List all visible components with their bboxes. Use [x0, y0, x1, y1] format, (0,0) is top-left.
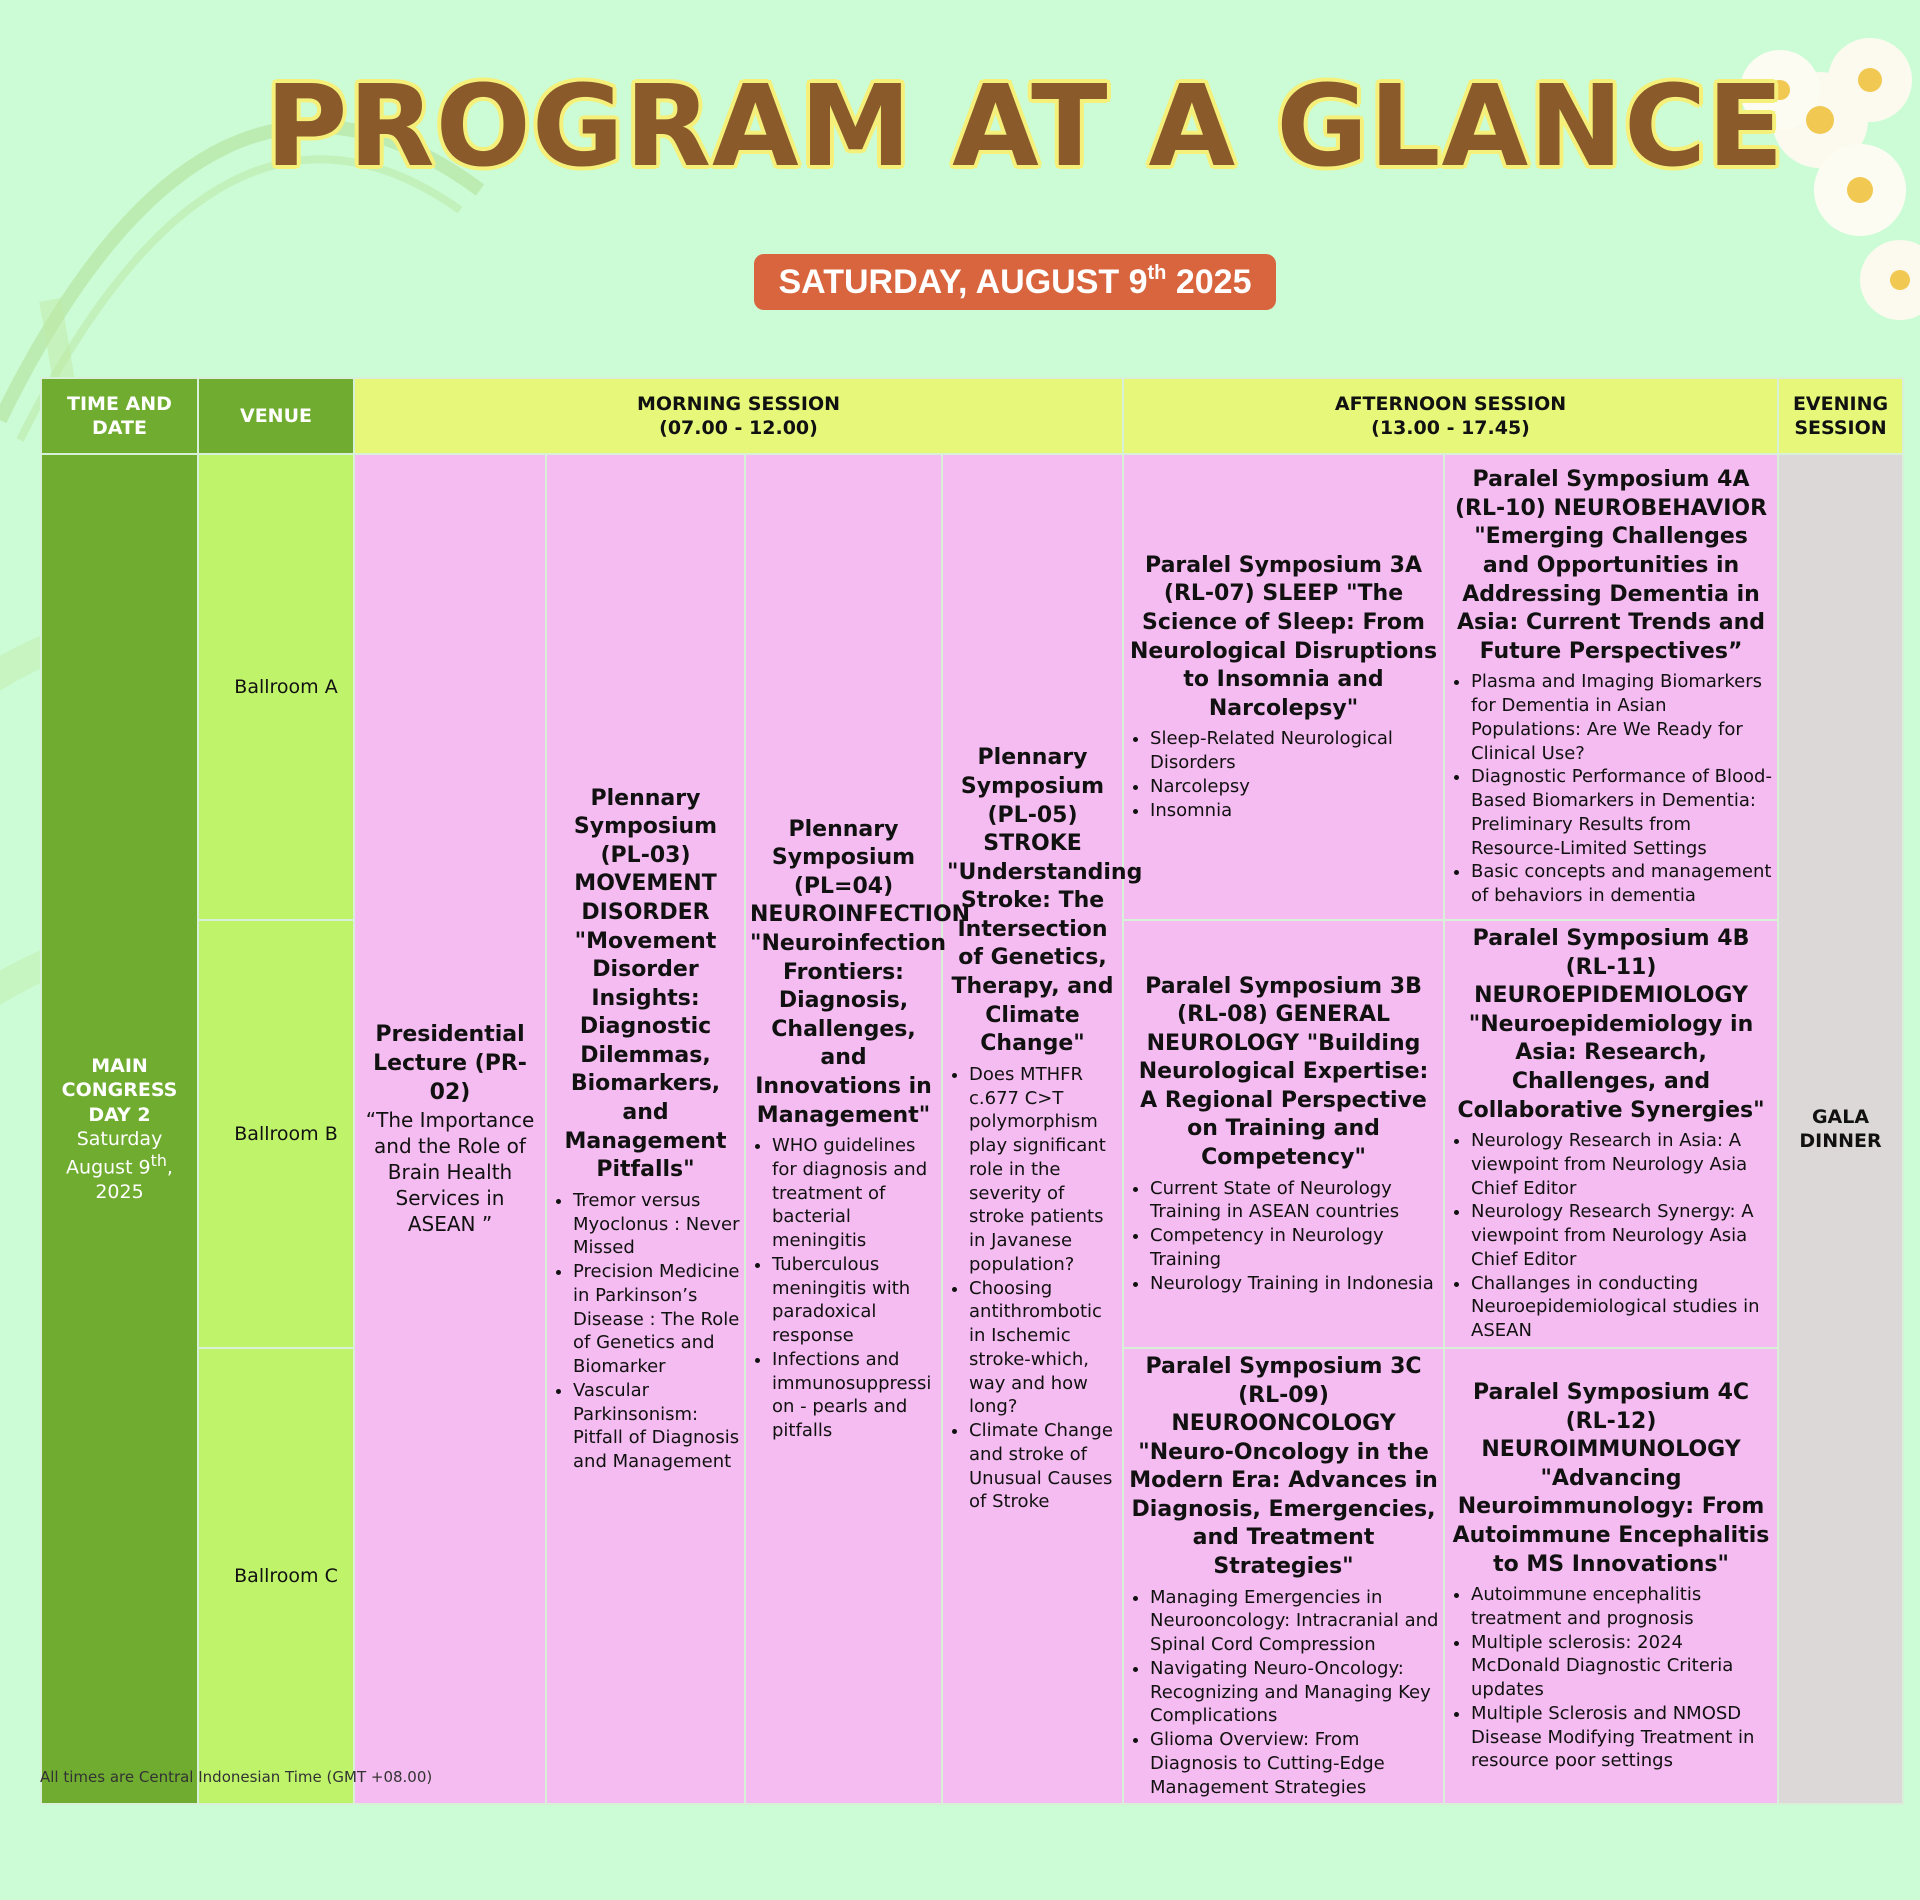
topic-item: Tremor versus Myoclonus : Never Missed [573, 1189, 740, 1260]
session-rl-09: Paralel Symposium 3C (RL-09) NEUROONCOLO… [1122, 1346, 1446, 1806]
topic-item: Plasma and Imaging Biomarkers for Dement… [1471, 670, 1773, 765]
topic-item: Neurology Research Synergy: A viewpoint … [1471, 1200, 1773, 1271]
topic-item: Competency in Neurology Training [1150, 1224, 1439, 1272]
date-main: SATURDAY, AUGUST 9 [778, 263, 1148, 301]
session-title: Paralel Symposium 4C (RL-12) NEUROIMMUNO… [1452, 1380, 1770, 1577]
topic-item: Neurology Research in Asia: A viewpoint … [1471, 1129, 1773, 1200]
topic-item: Current State of Neurology Training in A… [1150, 1177, 1439, 1225]
topic-item: Glioma Overview: From Diagnosis to Cutti… [1150, 1728, 1439, 1799]
topic-item: Climate Change and stroke of Unusual Cau… [969, 1419, 1118, 1514]
topic-item: Does MTHFR c.677 C>T polymorphism play s… [969, 1063, 1118, 1277]
day-date-suffix: th [150, 1151, 167, 1171]
session-title: Plennary Symposium (PL=04) NEUROINFECTIO… [750, 816, 971, 1128]
topic-list: WHO guidelines for diagnosis and treatme… [750, 1134, 937, 1443]
topic-item: Choosing antithrombotic in Ischemic stro… [969, 1277, 1118, 1420]
topic-item: Insomnia [1150, 799, 1439, 823]
topic-item: Navigating Neuro-Oncology: Recognizing a… [1150, 1657, 1439, 1728]
morning-time: (07.00 - 12.00) [659, 417, 818, 439]
day-title: MAIN CONGRESS DAY 2 [61, 1055, 178, 1126]
topic-item: Tuberculous meningitis with paradoxical … [772, 1253, 937, 1348]
topic-item: Infections and immunosuppressi on - pear… [772, 1348, 937, 1443]
topic-item: Precision Medicine in Parkinson’s Diseas… [573, 1260, 740, 1379]
header-afternoon-session: AFTERNOON SESSION (13.00 - 17.45) [1122, 377, 1780, 455]
venue-ballroom-a: Ballroom A [197, 453, 355, 921]
row-ballroom-b: Ballroom B Paralel Symposium 3B (RL-08) … [41, 919, 1903, 1349]
topic-list: Tremor versus Myoclonus : Never Missed P… [551, 1189, 740, 1474]
timezone-footnote: All times are Central Indonesian Time (G… [40, 1768, 433, 1786]
topic-list: Current State of Neurology Training in A… [1128, 1177, 1439, 1296]
session-pl-03: Plennary Symposium (PL-03) MOVEMENT DISO… [545, 452, 746, 1806]
venue-ballroom-b: Ballroom B [197, 919, 355, 1349]
afternoon-time: (13.00 - 17.45) [1371, 417, 1530, 439]
morning-label: MORNING SESSION [636, 392, 841, 415]
session-rl-11: Paralel Symposium 4B (RL-11) NEUROEPIDEM… [1443, 919, 1780, 1349]
topic-item: Multiple sclerosis: 2024 McDonald Diagno… [1471, 1631, 1773, 1702]
session-rl-12: Paralel Symposium 4C (RL-12) NEUROIMMUNO… [1443, 1346, 1780, 1806]
date-badge: SATURDAY, AUGUST 9th 2025 [754, 254, 1276, 310]
topic-list: Neurology Research in Asia: A viewpoint … [1449, 1129, 1773, 1343]
session-subtitle: “The Importance and the Role of Brain He… [365, 1108, 535, 1237]
day-cell: MAIN CONGRESS DAY 2 Saturday August 9th,… [40, 452, 199, 1806]
session-title: Plennary Symposium (PL-03) MOVEMENT DISO… [564, 785, 727, 1183]
venue-ballroom-c: Ballroom C [197, 1346, 355, 1806]
session-title: Paralel Symposium 4B (RL-11) NEUROEPIDEM… [1457, 926, 1765, 1123]
header-evening-session: EVENING SESSION [1777, 377, 1905, 455]
session-pr-02: Presidential Lecture (PR-02) “The Import… [353, 452, 547, 1806]
row-ballroom-a: MAIN CONGRESS DAY 2 Saturday August 9th,… [40, 452, 1905, 1806]
session-rl-07: Paralel Symposium 3A (RL-07) SLEEP "The … [1122, 453, 1446, 921]
header-time-and-date: TIME AND DATE [40, 377, 199, 455]
session-title: Plennary Symposium (PL-05) STROKE "Under… [947, 745, 1143, 1057]
topic-list: Managing Emergencies in Neurooncology: I… [1128, 1586, 1439, 1800]
topic-item: Neurology Training in Indonesia [1150, 1272, 1439, 1296]
topic-item: Managing Emergencies in Neurooncology: I… [1150, 1586, 1439, 1657]
session-title: Paralel Symposium 3A (RL-07) SLEEP "The … [1129, 552, 1438, 721]
day-date: Saturday August 9 [66, 1128, 163, 1179]
session-pl-04: Plennary Symposium (PL=04) NEUROINFECTIO… [744, 452, 971, 1806]
program-table: TIME AND DATE VENUE MORNING SESSION (07.… [40, 377, 1905, 1806]
session-pl-05: Plennary Symposium (PL-05) STROKE "Under… [940, 452, 1143, 1806]
session-title: Paralel Symposium 3B (RL-08) GENERAL NEU… [1138, 973, 1429, 1171]
topic-item: Basic concepts and management of behavio… [1471, 860, 1773, 908]
topic-list: Sleep-Related Neurological Disorders Nar… [1128, 727, 1439, 822]
header-morning-session: MORNING SESSION (07.00 - 12.00) [352, 377, 1125, 455]
header-venue: VENUE [197, 377, 355, 455]
topic-item: Diagnostic Performance of Blood-Based Bi… [1471, 765, 1773, 860]
evening-gala-dinner: GALA DINNER [1777, 452, 1905, 1806]
afternoon-label: AFTERNOON SESSION [1334, 392, 1567, 415]
session-rl-08: Paralel Symposium 3B (RL-08) GENERAL NEU… [1122, 919, 1446, 1349]
date-year: 2025 [1166, 263, 1252, 301]
session-title: Paralel Symposium 3C (RL-09) NEUROONCOLO… [1129, 1353, 1438, 1580]
topic-list: Autoimmune encephalitis treatment and pr… [1449, 1583, 1773, 1773]
topic-item: Sleep-Related Neurological Disorders [1150, 727, 1439, 775]
page-title: PROGRAM AT A GLANCE [265, 62, 1785, 192]
session-title: Presidential Lecture (PR-02) [373, 1022, 527, 1105]
topic-list: Does MTHFR c.677 C>T polymorphism play s… [947, 1063, 1118, 1514]
topic-list: Plasma and Imaging Biomarkers for Dement… [1449, 670, 1773, 908]
date-suffix: th [1147, 262, 1167, 284]
row-ballroom-c: Ballroom C Paralel Symposium 3C (RL-09) … [41, 1346, 1903, 1806]
session-title: Paralel Symposium 4A (RL-10) NEUROBEHAVI… [1455, 467, 1768, 664]
day-year: , 2025 [95, 1156, 173, 1203]
topic-item: Multiple Sclerosis and NMOSD Disease Mod… [1471, 1702, 1773, 1773]
topic-item: Narcolepsy [1150, 775, 1439, 799]
header-row: TIME AND DATE VENUE MORNING SESSION (07.… [40, 377, 1905, 455]
topic-item: Vascular Parkinsonism: Pitfall of Diagno… [573, 1379, 740, 1474]
topic-item: Challanges in conducting Neuroepidemiolo… [1471, 1272, 1773, 1343]
topic-item: Autoimmune encephalitis treatment and pr… [1471, 1583, 1773, 1631]
topic-item: WHO guidelines for diagnosis and treatme… [772, 1134, 937, 1253]
session-rl-10: Paralel Symposium 4A (RL-10) NEUROBEHAVI… [1443, 453, 1780, 921]
